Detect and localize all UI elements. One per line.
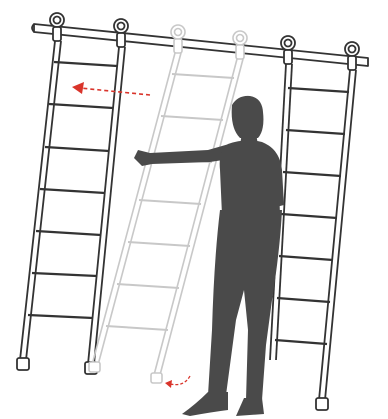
ladder-right: [270, 36, 359, 410]
slide-arrow-icon: [72, 82, 150, 95]
rail-icon: [32, 24, 368, 66]
ladder-left: [17, 13, 128, 374]
swing-arrow-icon: [165, 376, 190, 388]
